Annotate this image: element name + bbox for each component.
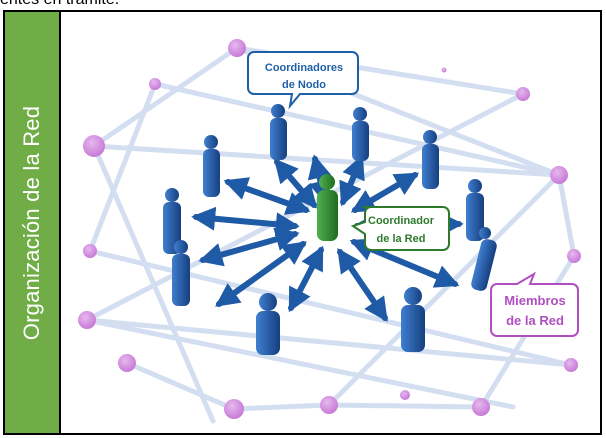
top-text-fragment: entes en trámite. — [0, 0, 119, 11]
callout-miembros-line1: Miembros — [504, 293, 565, 308]
network-diagram: Coordinadores de Nodo Coordinador de la … — [63, 12, 600, 433]
person-icon — [422, 130, 439, 189]
member-node — [516, 87, 530, 101]
person-icon — [471, 227, 497, 291]
callout-nodos-line1: Coordinadores — [265, 62, 343, 74]
person-icon — [401, 287, 425, 352]
callout-miembros-red: Miembros de la Red — [490, 271, 579, 337]
member-node — [118, 354, 136, 372]
callout-coordinador-line1: Coordinador — [368, 215, 435, 227]
member-node — [224, 399, 244, 419]
callout-miembros-line2: de la Red — [506, 313, 564, 328]
member-node — [564, 358, 578, 372]
person-icon — [256, 293, 280, 355]
diagram-slide: Organización de la Red — [3, 10, 602, 435]
person-icon — [203, 135, 220, 197]
person-icon — [172, 240, 190, 306]
callout-coordinador-red: Coordinador de la Red — [350, 206, 450, 251]
side-title: Organización de la Red — [19, 105, 44, 340]
member-node — [441, 67, 447, 73]
side-title-band: Organización de la Red — [5, 12, 61, 433]
member-node — [400, 390, 410, 400]
callout-coordinador-line2: de la Red — [377, 233, 426, 245]
member-nodes — [78, 39, 581, 419]
member-node — [83, 244, 97, 258]
member-node — [228, 39, 246, 57]
person-icon — [352, 107, 369, 161]
member-node — [567, 249, 581, 263]
member-node — [550, 166, 568, 184]
callout-coordinadores-nodo: Coordinadores de Nodo — [247, 51, 359, 110]
network-diagram-svg: Coordinadores de Nodo Coordinador de la … — [78, 39, 581, 424]
person-icon — [270, 104, 287, 160]
central-coordinator-figure — [317, 174, 338, 241]
coordinator-figures — [163, 104, 497, 355]
member-node — [320, 396, 338, 414]
callout-nodos-line2: de Nodo — [282, 79, 326, 91]
person-icon — [466, 179, 484, 241]
member-node — [149, 78, 161, 90]
member-node — [83, 135, 105, 157]
person-icon — [163, 188, 181, 254]
member-node — [78, 311, 96, 329]
member-node — [472, 398, 490, 416]
